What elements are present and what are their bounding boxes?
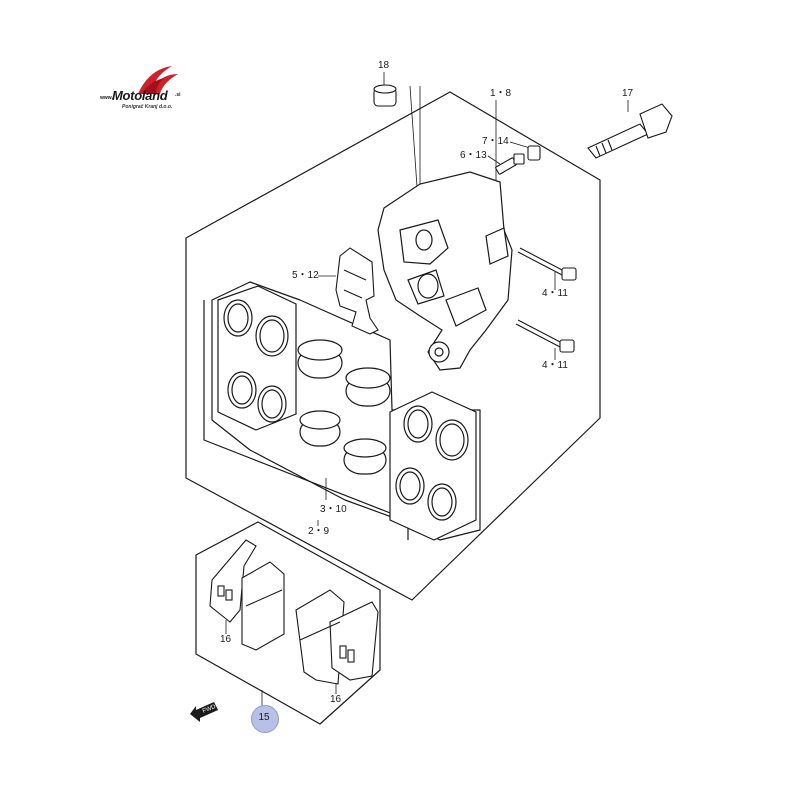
slide-pin-lower-part — [515, 319, 575, 353]
brake-pad-left-part — [209, 539, 285, 651]
bleeder-valve-part — [495, 145, 541, 175]
slide-pin-upper-part — [517, 247, 577, 281]
logo-wordmark: Motoland — [112, 88, 168, 103]
pad-set-frame — [195, 521, 381, 725]
mounting-bolt-part — [587, 103, 673, 159]
part-label-1-8: 1・8 — [490, 88, 512, 99]
part-label-3-10: 3・10 — [320, 504, 347, 515]
part-label-18: 18 — [378, 60, 390, 71]
seal-set-right-part — [389, 391, 477, 541]
part-label-16-right: 16 — [330, 694, 342, 705]
logo-www: www. — [100, 95, 113, 101]
motoland-logo-icon — [138, 66, 178, 94]
highlight-badge[interactable] — [251, 705, 279, 733]
part-label-4-11-upper: 4・11 — [542, 288, 568, 299]
assembly-frame-3-10 — [211, 281, 481, 541]
part-label-4-11-lower: 4・11 — [542, 360, 568, 371]
part-label-16-left: 16 — [220, 634, 232, 645]
caliper-body-part — [377, 171, 513, 371]
part-label-7-14: 7・14 — [482, 136, 509, 147]
part-label-5-12: 5・12 — [292, 270, 319, 281]
highlight-badge-label[interactable]: 15 — [258, 712, 270, 723]
seal-set-left-part — [217, 285, 297, 431]
bushing-part — [373, 84, 397, 107]
forward-arrow-icon: FWD — [190, 702, 218, 722]
logo-tld: .si — [175, 92, 181, 98]
part-label-6-13: 6・13 — [460, 150, 487, 161]
part-label-2-9: 2・9 — [308, 526, 330, 537]
brake-pad-right-part — [295, 589, 379, 685]
spring-plate-part — [335, 247, 379, 335]
fwd-text: FWD — [202, 704, 218, 715]
part-label-17: 17 — [622, 88, 634, 99]
piston-set-part — [297, 339, 391, 475]
logo-subtitle: Ponigrač Kranj d.o.o. — [122, 104, 173, 110]
assembly-frame-1-8 — [185, 91, 601, 601]
